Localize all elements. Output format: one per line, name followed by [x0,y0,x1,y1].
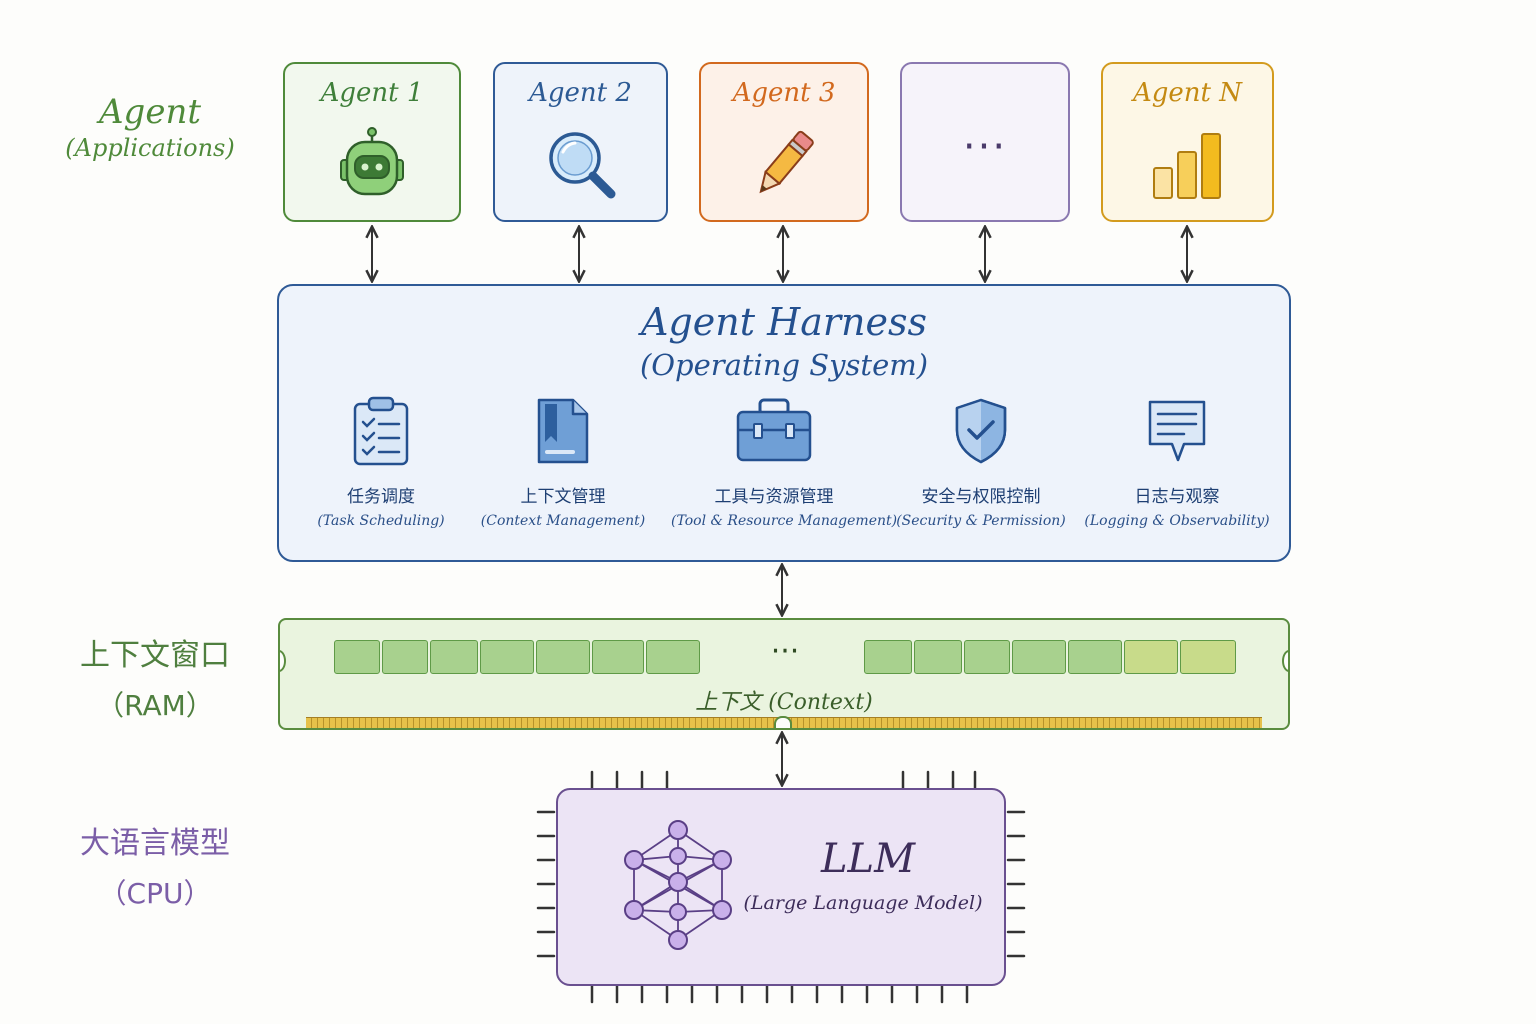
context-token-cell [480,640,534,674]
layer-label-agent-sub: (Applications) [65,134,235,162]
agent-card-title: Agent N [1132,78,1242,108]
llm-title: LLM [820,836,916,882]
agent-card-n[interactable]: Agent N [1101,62,1274,222]
context-token-cell [536,640,590,674]
layer-label-ram-main: 上下文窗口 [80,638,230,673]
llm-subtitle: (Large Language Model) [743,892,983,914]
context-token-cell [864,640,912,674]
func-sub: (Tool & Resource Management) [671,513,898,529]
chat-log-icon [1148,400,1206,462]
harness-title: Agent Harness [640,300,927,344]
neural-network-icon [624,820,732,950]
harness-subtitle: (Operating System) [639,348,929,382]
magnifier-icon [548,132,615,199]
func-security-permission[interactable]: 安全与权限控制 (Security & Permission) [881,396,1081,529]
bar-chart-icon [1152,133,1221,199]
agent-card-1[interactable]: Agent 1 [283,62,461,222]
shield-check-icon [955,398,1007,464]
robot-icon [340,127,404,196]
layer-label-ram-sub: （RAM） [96,689,214,722]
context-token-cell [334,640,380,674]
func-sub: (Logging & Observability) [1084,513,1270,529]
context-token-cell [592,640,644,674]
context-token-cell [646,640,700,674]
func-context-management[interactable]: 上下文管理 (Context Management) [463,396,663,529]
func-label: 任务调度 [347,487,415,507]
func-label: 上下文管理 [520,487,606,507]
agent-card-title: Agent 3 [732,78,836,108]
clipboard-checklist-icon [353,396,409,466]
context-token-cell [1012,640,1066,674]
layer-label-ram: 上下文窗口 （RAM） [50,630,260,724]
func-label: 工具与资源管理 [714,487,834,507]
func-label: 安全与权限控制 [921,487,1041,507]
llm-cpu-chip: LLM (Large Language Model) [556,788,1006,986]
context-token-cell [964,640,1010,674]
context-token-cell [430,640,478,674]
agent-harness-panel: Agent Harness (Operating System) 任务调度 (T… [277,284,1291,562]
func-logging-observability[interactable]: 日志与观察 (Logging & Observability) [1077,396,1277,529]
func-sub: (Security & Permission) [896,513,1066,529]
ram-notch-right [1282,650,1288,672]
layer-label-cpu-sub: （CPU） [98,877,212,910]
ellipsis-icon: ··· [962,124,1008,170]
func-sub: (Task Scheduling) [317,513,445,529]
agent-card-more[interactable]: ··· [900,62,1070,222]
ram-key-notch [774,716,792,728]
context-label: 上下文 (Context) [695,690,873,715]
func-tool-resource-management[interactable]: 工具与资源管理 (Tool & Resource Management) [671,396,898,529]
document-icon [537,398,589,464]
layer-label-agent: Agent (Applications) [40,92,260,162]
context-ellipsis: ··· [770,634,800,669]
context-token-cell [1124,640,1178,674]
pencil-icon [759,130,814,194]
agent-card-2[interactable]: Agent 2 [493,62,668,222]
func-sub: (Context Management) [480,513,646,529]
agent-card-title: Agent 2 [529,78,632,108]
layer-label-agent-main: Agent [99,92,201,132]
context-token-cell [914,640,962,674]
layer-label-cpu-main: 大语言模型 [80,826,230,861]
func-label: 日志与观察 [1134,487,1220,507]
func-task-scheduling[interactable]: 任务调度 (Task Scheduling) [281,396,481,529]
context-window-ram: ··· 上下文 (Context) [278,618,1290,730]
layer-label-cpu: 大语言模型 （CPU） [50,818,260,912]
toolbox-icon [736,398,812,462]
ram-notch-left [280,650,286,672]
context-token-cell [1180,640,1236,674]
context-token-cell [1068,640,1122,674]
context-token-cell [382,640,428,674]
agent-card-title: Agent 1 [320,78,424,108]
agent-card-3[interactable]: Agent 3 [699,62,869,222]
